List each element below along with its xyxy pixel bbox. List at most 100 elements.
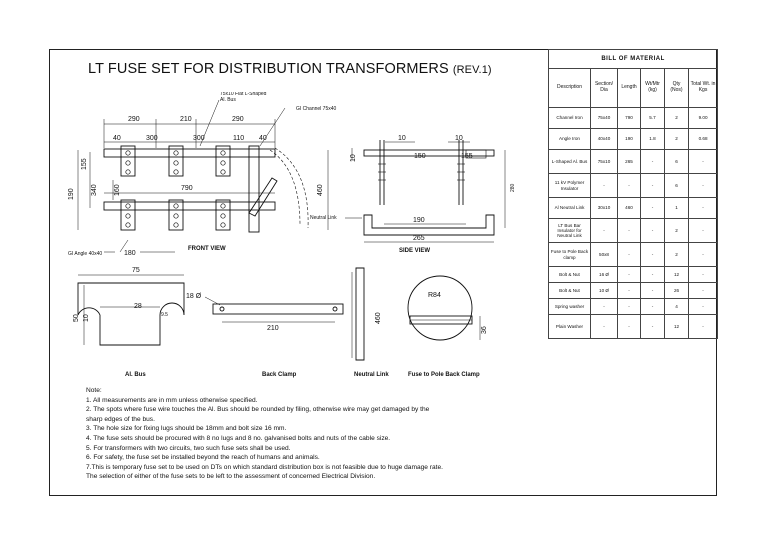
dim-text: 210: [180, 116, 192, 123]
insulator-block: [215, 145, 231, 177]
al-bus-dimensions: 75 28 9.5 50 10 Al. Bus: [73, 267, 168, 378]
side-view-label: SIDE VIEW: [399, 248, 430, 254]
bom-cell: -: [687, 173, 719, 198]
bom-cell: 4: [664, 298, 689, 315]
bom-cell: 2: [664, 107, 689, 129]
dim-text: 150: [414, 153, 426, 160]
dim-text: 460: [375, 312, 382, 324]
gi-angle: [248, 177, 278, 217]
bom-col-description: Description: [548, 68, 591, 108]
bom-cell: Bolt & Nut: [548, 282, 591, 299]
insulator-block: [120, 145, 136, 177]
bom-cell: Fuse to Pole Back clamp: [548, 242, 591, 267]
bom-cell: -: [640, 197, 665, 219]
bom-cell: 790: [617, 107, 641, 129]
bom-cell: -: [687, 282, 719, 299]
bom-cell: -: [617, 173, 641, 198]
side-top-bar: [363, 149, 495, 157]
note-line: 5. For transformers with two circuits, t…: [86, 444, 291, 452]
bom-cell: -: [687, 314, 719, 339]
bom-cell: -: [640, 149, 665, 174]
bom-cell: 6: [664, 149, 689, 174]
notes-heading: Note:: [86, 387, 102, 394]
bom-cell: -: [590, 218, 618, 243]
dim-text: 28: [134, 303, 142, 310]
note-line: 3. The hole size for fixing lugs should …: [86, 425, 287, 433]
side-view-dimensions: 10 10 10 150 155 190 265 280 SIDE VIEW: [350, 135, 516, 254]
bom-cell: -: [617, 218, 641, 243]
dim-text: 180: [124, 250, 136, 257]
bom-cell: -: [617, 314, 641, 339]
bom-col-total: Total Wt. in Kgs: [687, 68, 719, 108]
dim-text: 155: [461, 153, 473, 160]
bom-cell: 2: [664, 218, 689, 243]
gi-channel-vertical: [248, 145, 260, 233]
dim-text: 10: [83, 314, 90, 322]
bom-cell: -: [640, 266, 665, 283]
dim-text: 50: [73, 314, 80, 322]
insulator-block: [168, 199, 184, 231]
bom-cell: Bolt & Nut: [548, 266, 591, 283]
side-bottom-channel: [363, 214, 495, 236]
dim-text: 265: [413, 235, 425, 242]
bom-row: LT Bus Bar Insulator for Neutral Link---…: [548, 218, 719, 243]
title-rev: (REV.1): [452, 64, 492, 76]
callout-angle: GI Angle 40x40: [68, 251, 102, 257]
bom-cell: -: [617, 266, 641, 283]
bom-cell: 16 Ø: [590, 266, 618, 283]
dim-text: 10: [350, 154, 357, 162]
bom-cell: LT Bus Bar Insulator for Neutral Link: [548, 218, 591, 243]
bom-col-weight: Wt/Mtr (kg): [640, 68, 665, 108]
note-line: 1. All measurements are in mm unless oth…: [86, 396, 258, 404]
dim-text: 9.5: [161, 312, 168, 318]
dim-text: 460: [317, 184, 324, 196]
dim-text: 790: [181, 185, 193, 192]
bom-cell: -: [640, 314, 665, 339]
bom-cell: 9.00: [687, 107, 719, 129]
bom-cell: 12: [664, 314, 689, 339]
bom-cell: -: [640, 218, 665, 243]
drawing-title: LT FUSE SET FOR DISTRIBUTION TRANSFORMER…: [88, 61, 492, 77]
gi-channel-bottom: [103, 201, 276, 211]
bom-cell: -: [617, 282, 641, 299]
bom-cell: 190: [617, 128, 641, 150]
bom-cell: -: [640, 173, 665, 198]
bom-cell: 75x40: [590, 107, 618, 129]
dim-text: 160: [114, 184, 121, 196]
front-view: [77, 99, 362, 253]
dim-text: 40: [113, 135, 121, 142]
front-view-label: FRONT VIEW: [188, 246, 226, 252]
note-line: 6. For safety, the fuse set be installed…: [86, 454, 320, 462]
bom-cell: 1.8: [640, 128, 665, 150]
dim-text: 18 Ø: [186, 293, 202, 300]
al-bus-label: Al. Bus: [125, 372, 146, 378]
bom-cell: Channel Iron: [548, 107, 591, 129]
note-line: 2. The spots where fuse wire touches the…: [86, 406, 430, 414]
note-line: 7.This is temporary fuse set to be used …: [86, 463, 443, 471]
dim-text: 290: [232, 116, 244, 123]
title-main: LT FUSE SET FOR DISTRIBUTION TRANSFORMER…: [88, 61, 449, 77]
bill-of-material-table: BILL OF MATERIAL Description Section/ Di…: [547, 49, 719, 339]
front-view-callouts: 75x10 Flat L-Shaped Al. Bus GI Channel 7…: [68, 92, 337, 257]
dim-text: 155: [81, 158, 88, 170]
dim-text: 75: [132, 267, 140, 274]
dim-text: 340: [91, 184, 98, 196]
bom-cell: Plain Washer: [548, 314, 591, 339]
dim-text: 210: [267, 325, 279, 332]
bom-col-section: Section/ Dia: [590, 68, 618, 108]
bom-col-qty: Qty (Nos): [664, 68, 689, 108]
dim-text: 190: [68, 188, 75, 200]
bom-cell: -: [590, 173, 618, 198]
bom-cell: 26: [664, 282, 689, 299]
dim-text: 36: [481, 326, 488, 334]
note-line: The selection of either of the fuse sets…: [86, 473, 376, 481]
bom-header-row: Description Section/ Dia Length Wt/Mtr (…: [548, 68, 719, 108]
bom-cell: -: [640, 298, 665, 315]
bom-row: Spring washer---4-: [548, 298, 719, 315]
